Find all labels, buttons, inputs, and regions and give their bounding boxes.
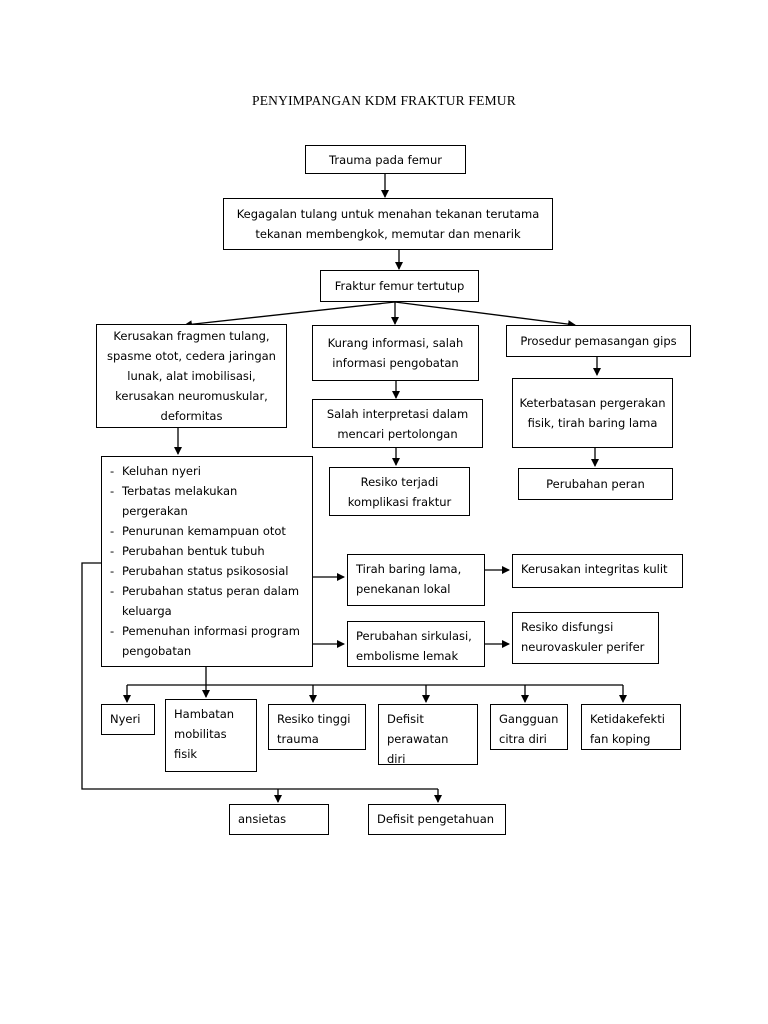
node-kerusakan-integritas-label: Kerusakan integritas kulit bbox=[521, 562, 668, 576]
node-trauma-label: Trauma pada femur bbox=[329, 152, 442, 167]
symptom-list: Keluhan nyeri Terbatas melakukan pergera… bbox=[110, 461, 304, 661]
node-kerusakan-integritas: Kerusakan integritas kulit bbox=[512, 554, 683, 588]
node-perubahan-peran-label: Perubahan peran bbox=[546, 477, 645, 491]
symptom-item: Penurunan kemampuan otot bbox=[110, 521, 304, 541]
node-hambatan-mobilitas: Hambatan mobilitas fisik bbox=[165, 699, 257, 772]
node-salah-interpretasi-label: Salah interpretasi dalam mencari pertolo… bbox=[326, 406, 469, 441]
node-resiko-trauma: Resiko tinggi trauma bbox=[268, 704, 366, 750]
node-prosedur-gips-label: Prosedur pemasangan gips bbox=[520, 334, 677, 348]
node-kegagalan-label: Kegagalan tulang untuk menahan tekanan t… bbox=[236, 207, 540, 241]
node-prosedur-gips: Prosedur pemasangan gips bbox=[506, 325, 691, 357]
node-ketidakefektifan-koping: Ketidakefekti fan koping bbox=[581, 704, 681, 750]
node-kurang-informasi-label: Kurang informasi, salah informasi pengob… bbox=[327, 336, 464, 370]
node-keterbatasan: Keterbatasan pergerakan fisik, tirah bar… bbox=[512, 378, 673, 448]
node-gangguan-citra-label: Gangguan citra diri bbox=[499, 712, 559, 746]
node-kerusakan-fragmen: Kerusakan fragmen tulang, spasme otot, c… bbox=[96, 324, 287, 428]
node-resiko-disfungsi-label: Resiko disfungsi neurovaskuler perifer bbox=[521, 620, 645, 654]
node-nyeri-label: Nyeri bbox=[110, 712, 141, 726]
node-ansietas: ansietas bbox=[229, 804, 329, 835]
symptom-item: Pemenuhan informasi program pengobatan bbox=[110, 621, 304, 661]
connector-symptoms-to-ansietas bbox=[81, 562, 438, 790]
node-kegagalan: Kegagalan tulang untuk menahan tekanan t… bbox=[223, 198, 553, 250]
node-resiko-komplikasi-label: Resiko terjadi komplikasi fraktur bbox=[347, 474, 452, 509]
node-resiko-komplikasi: Resiko terjadi komplikasi fraktur bbox=[329, 467, 470, 516]
node-keterbatasan-label: Keterbatasan pergerakan fisik, tirah bar… bbox=[519, 396, 666, 430]
symptom-item: Keluhan nyeri bbox=[110, 461, 304, 481]
node-tirah-baring-label: Tirah baring lama, penekanan lokal bbox=[356, 562, 462, 596]
node-resiko-trauma-label: Resiko tinggi trauma bbox=[277, 712, 351, 746]
symptom-item: Perubahan status psikososial bbox=[110, 561, 304, 581]
node-resiko-disfungsi: Resiko disfungsi neurovaskuler perifer bbox=[512, 612, 659, 664]
node-defisit-pengetahuan-label: Defisit pengetahuan bbox=[377, 812, 495, 826]
node-kerusakan-fragmen-label: Kerusakan fragmen tulang, spasme otot, c… bbox=[107, 329, 276, 423]
node-fraktur: Fraktur femur tertutup bbox=[320, 270, 479, 302]
node-gangguan-citra: Gangguan citra diri bbox=[490, 704, 568, 750]
symptom-item: Perubahan status peran dalam keluarga bbox=[110, 581, 304, 621]
arrow-fraktur-to-prosedur bbox=[394, 301, 576, 329]
node-ketidakefektifan-koping-label: Ketidakefekti fan koping bbox=[590, 712, 665, 746]
arrow-fraktur-to-kerusakan bbox=[184, 301, 396, 329]
page-title: PENYIMPANGAN KDM FRAKTUR FEMUR bbox=[252, 93, 516, 108]
node-perubahan-sirkulasi-label: Perubahan sirkulasi, embolisme lemak bbox=[356, 629, 472, 663]
node-salah-interpretasi: Salah interpretasi dalam mencari pertolo… bbox=[312, 399, 483, 448]
node-perubahan-sirkulasi: Perubahan sirkulasi, embolisme lemak bbox=[347, 621, 485, 667]
node-tirah-baring: Tirah baring lama, penekanan lokal bbox=[347, 554, 485, 606]
node-defisit-perawatan-label: Defisit perawatan diri bbox=[387, 712, 449, 766]
node-defisit-perawatan: Defisit perawatan diri bbox=[378, 704, 478, 766]
node-hambatan-mobilitas-label: Hambatan mobilitas fisik bbox=[174, 707, 235, 761]
node-kurang-informasi: Kurang informasi, salah informasi pengob… bbox=[312, 325, 479, 381]
node-nyeri: Nyeri bbox=[101, 704, 155, 735]
connector-symptoms-to-bottom-row bbox=[127, 667, 623, 686]
symptom-list-box: Keluhan nyeri Terbatas melakukan pergera… bbox=[101, 456, 313, 667]
node-trauma: Trauma pada femur bbox=[305, 145, 466, 174]
symptom-item: Terbatas melakukan pergerakan bbox=[110, 481, 304, 521]
node-ansietas-label: ansietas bbox=[238, 812, 287, 826]
node-perubahan-peran: Perubahan peran bbox=[518, 468, 673, 500]
symptom-item: Perubahan bentuk tubuh bbox=[110, 541, 304, 561]
node-fraktur-label: Fraktur femur tertutup bbox=[334, 279, 465, 293]
node-defisit-pengetahuan: Defisit pengetahuan bbox=[368, 804, 506, 835]
